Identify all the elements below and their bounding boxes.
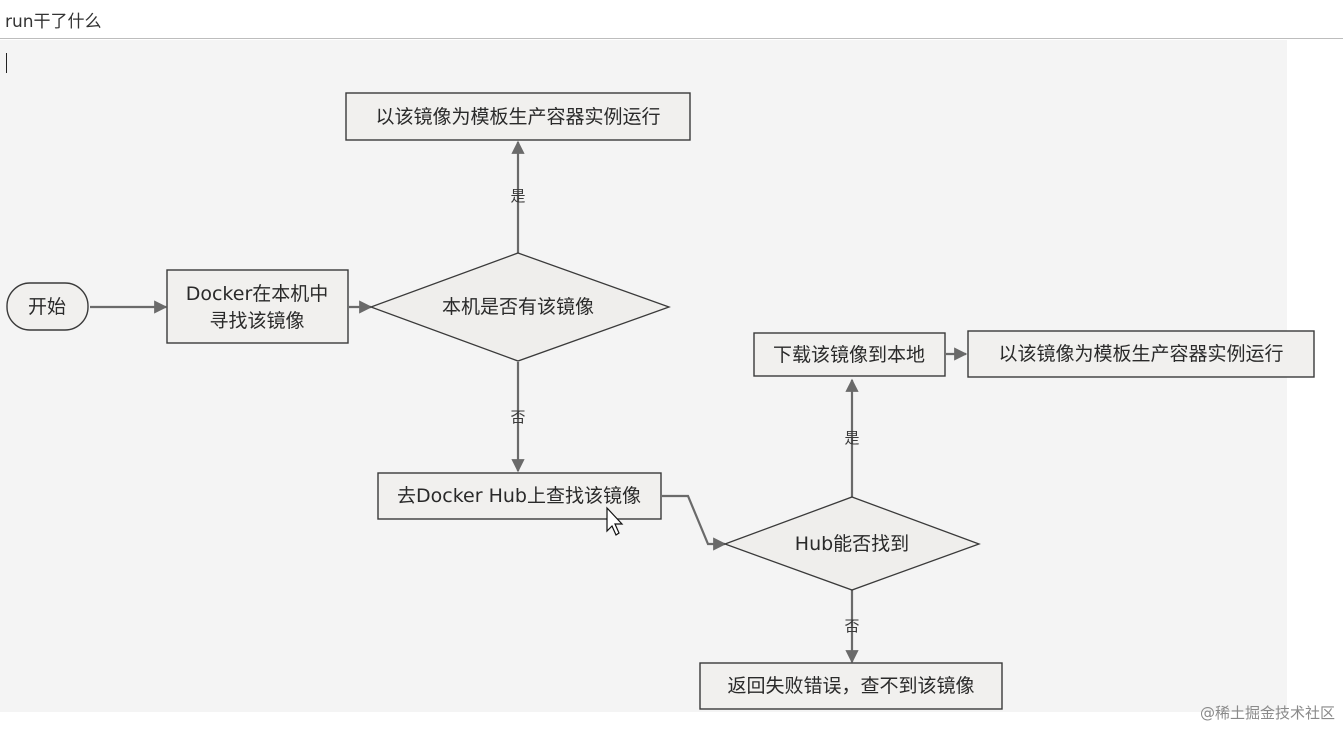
run-container-label-right: 以该镜像为模板生产容器实例运行 (998, 343, 1283, 365)
text-cursor (6, 53, 7, 73)
start-node (6, 282, 89, 331)
fail-label: 返回失败错误，查不到该镜像 (727, 675, 974, 697)
run-container-node-top (345, 92, 691, 141)
hub-found-decision (723, 496, 981, 591)
edge-label-no-hub: 否 (844, 617, 859, 635)
search-local-label-line2: 寻找该镜像 (209, 310, 304, 332)
page-title: run干了什么 (5, 12, 102, 32)
search-local-node (166, 269, 349, 344)
has-image-decision (369, 252, 671, 362)
mouse-pointer-icon (606, 506, 624, 536)
download-label: 下载该镜像到本地 (773, 344, 925, 366)
edge-label-no-down: 否 (510, 408, 525, 426)
download-node (753, 332, 946, 377)
search-hub-node (377, 472, 662, 520)
search-local-label-line1: Docker在本机中 (186, 283, 329, 305)
header-bar: run干了什么 (0, 0, 1343, 39)
run-container-node-right (967, 330, 1315, 378)
edge-label-yes-right: 是 (844, 429, 859, 447)
edge-label-yes-top: 是 (510, 187, 525, 205)
search-hub-label: 去Docker Hub上查找该镜像 (397, 485, 641, 507)
watermark: @稀土掘金技术社区 (1199, 704, 1335, 722)
fail-node (699, 662, 1003, 710)
has-image-decision-label: 本机是否有该镜像 (442, 296, 594, 318)
start-node-label: 开始 (28, 296, 66, 318)
run-container-label-top: 以该镜像为模板生产容器实例运行 (375, 106, 660, 128)
hub-found-decision-label: Hub能否找到 (795, 533, 909, 555)
edge-hub-search-to-hub-decision (662, 494, 727, 551)
